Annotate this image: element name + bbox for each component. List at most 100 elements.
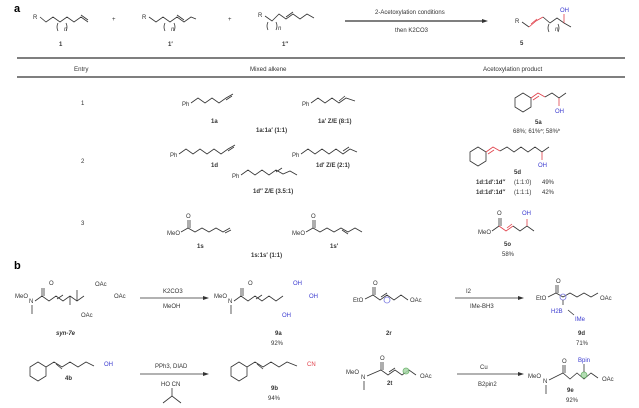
alkene-label: 1a′ Z/E (8:1) [318,119,351,125]
reagent-bottom: B2pin2 [478,382,497,388]
product-yield: 68%; 61%a; 58%b [513,127,561,135]
substrate-label: syn-7e [56,331,76,337]
benzene-ring [469,146,487,167]
ratio-label: 1d:1d′:1d″ [476,190,505,196]
entry-number: 1 [81,101,85,107]
product-label: 9a [275,331,282,337]
alkene-label: 1d″ Z/E (3.5:1) [253,189,293,195]
header-acetoxylation-product: Acetoxylation product [483,66,542,73]
oxygen-label: O [562,359,567,365]
reaction-2r-to-9d: EtO O OAc 2r I2 IMe-BH3 EtO O H2B IMe OA… [353,279,612,347]
ratio-label: 1d:1d′:1d″ [476,180,505,186]
benzene-ring [514,92,532,113]
methoxy-label: MeO [15,294,28,300]
hydroxyl-label: OH [555,109,564,115]
alkene-label: 1s [197,244,204,250]
nitrogen-label: N [228,299,232,305]
benzene-ring [29,361,47,382]
reactant-label-1: 1 [59,42,63,48]
hydroxyl-label: OH [309,294,318,300]
hydroxyl-label: OH [282,313,291,319]
substrate-label: 2t [387,381,392,387]
phenyl-label: Ph [302,102,309,108]
n-subscript: n [171,27,175,33]
ratio-value: (1:1:1) [514,190,531,196]
beta-carbon-marker [580,371,588,379]
product-yield: 58% [502,252,515,258]
table-row-entry-2: 2 Ph 1d Ph 1d′ Z/E (2:1) Ph 1d″ Z/E (3.5… [81,144,555,196]
reaction-4b-to-9b: OH 4b PPh3, DIAD HO CN CN 9b 94% [29,361,316,404]
alkene-label: 1d′ Z/E (2:1) [316,163,350,169]
plus-sign: + [112,17,116,23]
substrate-label: 4b [65,376,72,382]
panel-b-label: b [14,260,21,272]
mixture-ratio: 1s:1s′ (1:1) [251,253,282,259]
phenyl-label: Ph [170,153,177,159]
beta-carbon-marker [402,367,410,375]
conditions-bottom-text: then K2CO3 [395,28,429,34]
alkene-label: 1s′ [330,244,339,250]
r-group-label: R [142,15,147,21]
bpin-label: Bpin [578,358,590,364]
hydroxyl-label: OH [522,211,531,217]
alkene-label: 1d [211,163,218,169]
n-subscript: n [555,27,559,33]
oxygen-label: O [380,356,385,362]
header-entry: Entry [74,66,89,73]
phenyl-label: Ph [232,174,239,180]
ratio-value: (1:1:0) [514,180,531,186]
acetoxy-label: OAc [95,282,107,288]
reaction-2t-to-9e: MeO N O OAc 2t Cu B2pin2 MeO N O Bpin OA… [346,356,614,404]
reagent-top: PPh3, DIAD [155,364,188,370]
acetoxy-label: OAc [410,298,422,304]
reagent-bottom: MeOH [163,304,180,310]
reactant-label-1-prime: 1′ [168,42,173,48]
substrate-label: 2r [386,331,392,337]
oxygen-label: O [373,281,378,287]
entry-number: 2 [81,159,85,165]
product-label: 9e [567,388,574,394]
acetoxy-label: OAc [420,374,432,380]
reagent-bottom: HO CN [161,382,180,388]
reactant-1-prime-structure: R n 1′ [142,14,197,48]
oxygen-label: O [311,214,316,220]
methoxy-label: MeO [528,374,541,380]
product-label: 9b [271,386,278,392]
mixture-ratio: 1a:1a′ (1:1) [256,128,287,134]
ime-label: IMe [575,317,586,323]
reactant-1-structure: R n 1 [33,14,89,48]
r-group-label: R [33,15,38,21]
reaction-arrow-head [203,296,209,300]
reaction-arrow-head [203,372,209,376]
r-group-label: R [258,13,263,19]
oxygen-label: O [497,211,502,217]
n-subscript: n [278,26,282,32]
hydroxyl-label: OH [560,8,569,14]
oxygen-label: O [248,281,253,287]
methoxy-label: MeO [478,230,491,236]
hydroxyl-label: OH [293,281,302,287]
alkene-label: 1a [211,119,218,125]
borane-label: H2B [551,309,563,315]
header-mixed-alkene: Mixed alkene [250,66,287,73]
conditions-top-text: 2-Acetoxylation conditions [375,10,445,16]
methoxy-label: MeO [167,231,180,237]
table-row-entry-1: 1 Ph 1a 1a:1a′ (1:1) Ph 1a′ Z/E (8:1) OH… [81,92,567,135]
nitrile-label: CN [307,362,316,368]
oxygen-label: O [556,279,561,285]
nitrogen-label: N [29,299,33,305]
ethoxy-label: EtO [536,296,547,302]
product-yield: 92% [271,341,284,347]
entry-number: 3 [81,221,85,227]
oxygen-label: O [49,281,54,287]
product-5-structure: R n OH 5 [515,8,572,47]
product-label: 5o [504,242,511,248]
reactant-1-double-prime-structure: R n 1″ [258,11,315,48]
product-yield: 49% [542,180,555,186]
reaction-arrow-head [518,296,524,300]
methoxy-label: MeO [214,294,227,300]
oxygen-label: O [186,214,191,220]
ethoxy-label: EtO [353,298,364,304]
reagent-bottom: IMe-BH3 [470,304,494,310]
